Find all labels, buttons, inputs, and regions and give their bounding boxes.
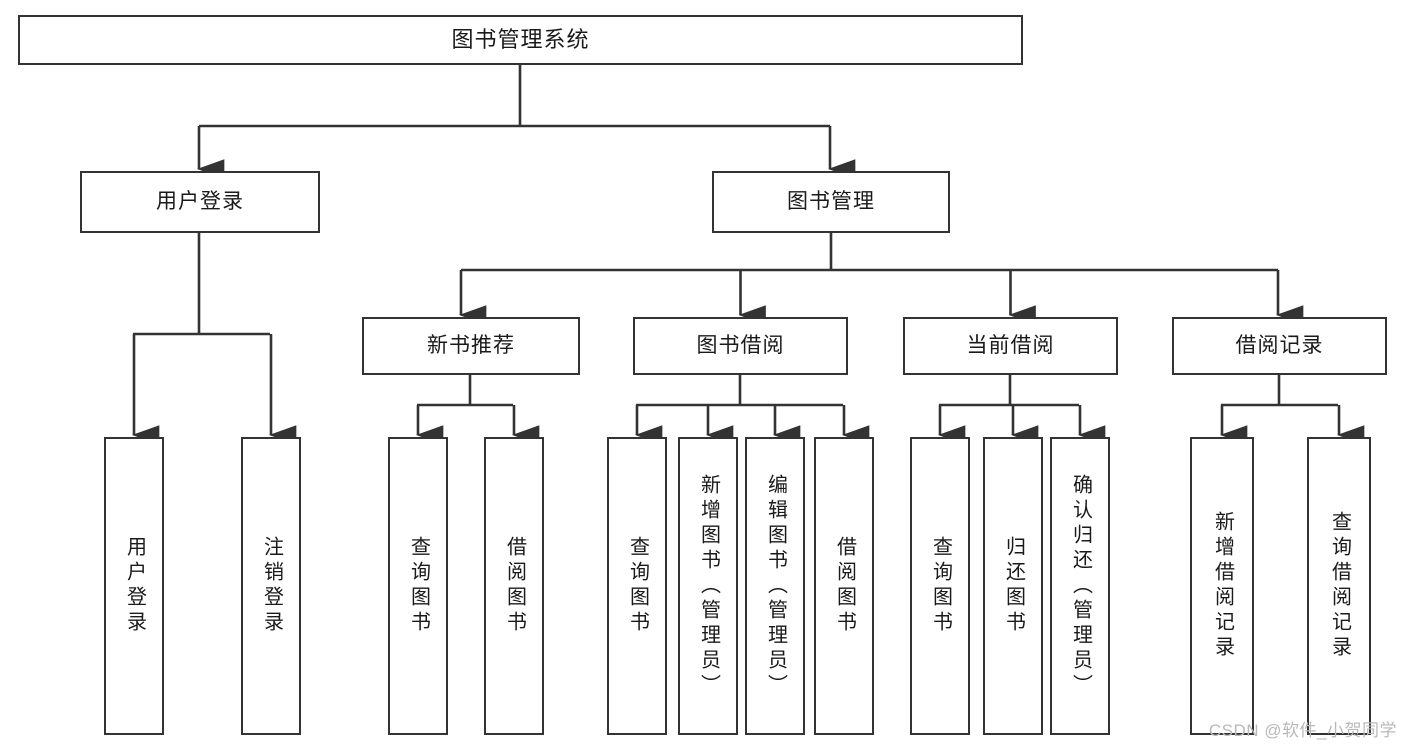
leaf-return-books[interactable]: 归还图书	[983, 437, 1043, 735]
node-root[interactable]: 图书管理系统	[18, 15, 1023, 65]
leaf-confirm-return-admin[interactable]: 确认归还（管理员）	[1050, 437, 1110, 735]
node-user-login-label: 用户登录	[156, 190, 244, 214]
node-root-label: 图书管理系统	[451, 26, 590, 52]
leaf-confirm-return-admin-label: 确认归还（管理员）	[1069, 473, 1092, 699]
leaf-user-login-label: 用户登录	[123, 536, 146, 636]
leaf-add-book-admin-label: 新增图书（管理员）	[697, 473, 720, 699]
node-book-borrow[interactable]: 图书借阅	[633, 317, 848, 375]
leaf-query-books-recommend-label: 查询图书	[407, 536, 430, 636]
leaf-add-borrow-record[interactable]: 新增借阅记录	[1190, 437, 1254, 735]
node-new-book-recommend-label: 新书推荐	[427, 334, 515, 358]
node-borrow-records[interactable]: 借阅记录	[1172, 317, 1387, 375]
leaf-return-books-label: 归还图书	[1002, 536, 1025, 636]
leaf-query-books-recommend[interactable]: 查询图书	[388, 437, 448, 735]
node-book-borrow-label: 图书借阅	[696, 334, 785, 358]
leaf-borrow-books[interactable]: 借阅图书	[814, 437, 874, 735]
leaf-query-books-current[interactable]: 查询图书	[910, 437, 970, 735]
leaf-user-login[interactable]: 用户登录	[104, 437, 164, 735]
leaf-borrow-books-recommend-label: 借阅图书	[503, 536, 526, 636]
node-borrow-records-label: 借阅记录	[1235, 334, 1324, 358]
leaf-query-books-current-label: 查询图书	[929, 536, 952, 636]
node-book-management-label: 图书管理	[787, 190, 875, 214]
node-book-management[interactable]: 图书管理	[712, 171, 950, 233]
leaf-borrow-books-label: 借阅图书	[833, 536, 856, 636]
leaf-logout[interactable]: 注销登录	[241, 437, 301, 735]
node-new-book-recommend[interactable]: 新书推荐	[362, 317, 580, 375]
csdn-watermark: CSDN @软件_小贺同学	[1208, 721, 1397, 740]
node-user-login[interactable]: 用户登录	[80, 171, 320, 233]
leaf-add-borrow-record-label: 新增借阅记录	[1211, 511, 1234, 661]
leaf-add-book-admin[interactable]: 新增图书（管理员）	[678, 437, 738, 735]
leaf-logout-label: 注销登录	[260, 536, 283, 636]
leaf-query-borrow-record[interactable]: 查询借阅记录	[1307, 437, 1371, 735]
leaf-query-books-borrow[interactable]: 查询图书	[607, 437, 667, 735]
leaf-query-borrow-record-label: 查询借阅记录	[1328, 511, 1351, 661]
leaf-edit-book-admin-label: 编辑图书（管理员）	[764, 473, 787, 699]
leaf-borrow-books-recommend[interactable]: 借阅图书	[484, 437, 544, 735]
node-current-borrow[interactable]: 当前借阅	[903, 317, 1118, 375]
leaf-edit-book-admin[interactable]: 编辑图书（管理员）	[745, 437, 805, 735]
node-current-borrow-label: 当前借阅	[966, 334, 1055, 358]
leaf-query-books-borrow-label: 查询图书	[626, 536, 649, 636]
